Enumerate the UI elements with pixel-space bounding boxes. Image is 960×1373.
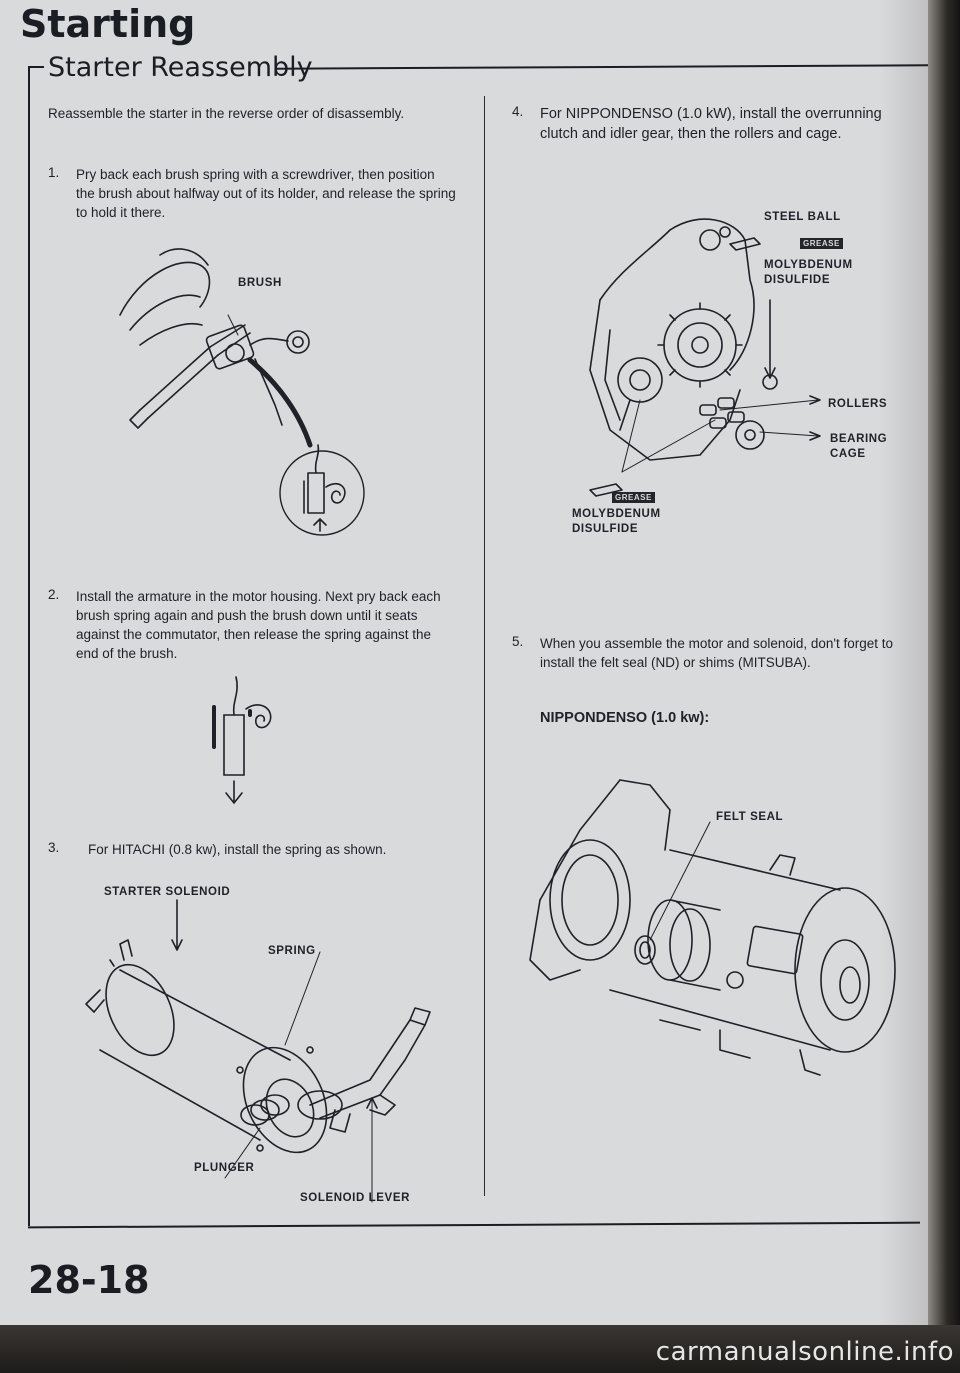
nippondenso-subheading: NIPPONDENSO (1.0 kw): [540, 710, 710, 726]
page-number: 28-18 [28, 1258, 150, 1302]
moly-bottom-line-2: DISULFIDE [572, 523, 639, 535]
felt-seal-label: FELT SEAL [716, 811, 784, 823]
header-rule-tick [28, 66, 44, 68]
subsection-title: Starter Reassembly [48, 52, 313, 83]
moly-bottom-line-1: MOLYBDENUM [572, 508, 661, 520]
bottom-strip: carmanualsonline.info [0, 1325, 960, 1373]
solenoid-lever-label: SOLENOID LEVER [300, 1192, 410, 1204]
bearing-cage-line-1: BEARING [830, 433, 888, 445]
step-3-number: 3. [48, 840, 60, 855]
moly-top-line-2: DISULFIDE [764, 274, 831, 286]
step-4-number: 4. [512, 104, 524, 119]
manual-page: Starting Starter Reassembly Reassemble t… [0, 0, 935, 1325]
column-divider [484, 96, 485, 1196]
steel-ball-label: STEEL BALL [764, 211, 841, 223]
binding-edge [928, 0, 960, 1373]
starter-solenoid-label: STARTER SOLENOID [104, 886, 231, 898]
spring-label: SPRING [268, 945, 316, 957]
plunger-label: PLUNGER [194, 1162, 255, 1174]
step-3-text: For HITACHI (0.8 kw), install the spring… [88, 842, 387, 857]
step-4-text: For NIPPONDENSO (1.0 kW), install the ov… [540, 106, 882, 142]
step-5-number: 5. [512, 634, 524, 649]
rollers-label: ROLLERS [828, 398, 888, 410]
watermark-url: carmanualsonline.info [655, 1337, 954, 1367]
solenoid-figure [80, 900, 450, 1205]
grease-tag-top: GREASE [800, 238, 843, 249]
brush-figure [100, 235, 430, 555]
brush-seated-figure [200, 665, 310, 815]
frame-rule-left [28, 66, 30, 1226]
brush-label: BRUSH [238, 277, 282, 289]
motor-felt-seal-figure [520, 770, 920, 1110]
bearing-cage-line-2: CAGE [830, 448, 866, 460]
header-rule [275, 64, 929, 70]
step-2-text: Install the armature in the motor housin… [76, 589, 441, 661]
step-5-text: When you assemble the motor and solenoid… [540, 636, 894, 670]
step-1-number: 1. [48, 165, 60, 180]
frame-rule-bottom [28, 1221, 920, 1229]
moly-top-line-1: MOLYBDENUM [764, 259, 853, 271]
step-2-number: 2. [48, 587, 60, 602]
grease-tag-bottom: GREASE [612, 492, 655, 503]
section-title: Starting [20, 2, 196, 46]
overrunning-clutch-figure [560, 200, 900, 530]
intro-text: Reassemble the starter in the reverse or… [48, 106, 405, 121]
step-1-text: Pry back each brush spring with a screwd… [76, 167, 456, 220]
